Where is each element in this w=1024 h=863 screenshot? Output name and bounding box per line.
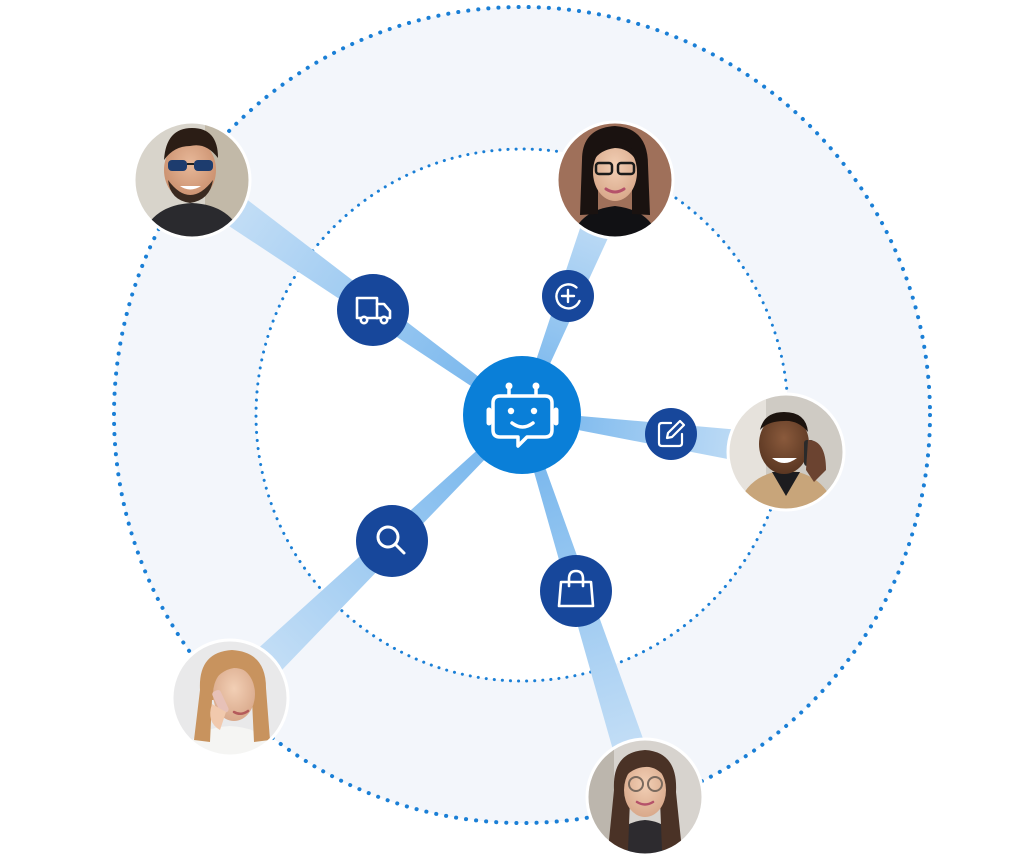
- shopping-bag-icon: [557, 569, 595, 608]
- add-node[interactable]: [542, 270, 594, 322]
- edit-node[interactable]: [645, 408, 697, 460]
- search-node[interactable]: [356, 505, 428, 577]
- outer-dotted-ring: [112, 5, 932, 825]
- customer-woman-glasses-long-hair: [585, 737, 705, 857]
- chatbot-robot-icon: [486, 382, 559, 448]
- customer-man-sunglasses: [132, 120, 252, 240]
- search-icon: [376, 525, 406, 555]
- edit-note-icon: [657, 419, 686, 448]
- customer-man-phone-call: [726, 392, 846, 512]
- customer-woman-glasses-dark-hair: [555, 120, 675, 240]
- chatbot-hub[interactable]: [463, 356, 581, 474]
- shopping-node[interactable]: [540, 555, 612, 627]
- customer-woman-phone-call: [170, 638, 290, 758]
- delivery-node[interactable]: [337, 274, 409, 346]
- add-circle-icon: [555, 283, 581, 310]
- delivery-truck-icon: [355, 296, 392, 325]
